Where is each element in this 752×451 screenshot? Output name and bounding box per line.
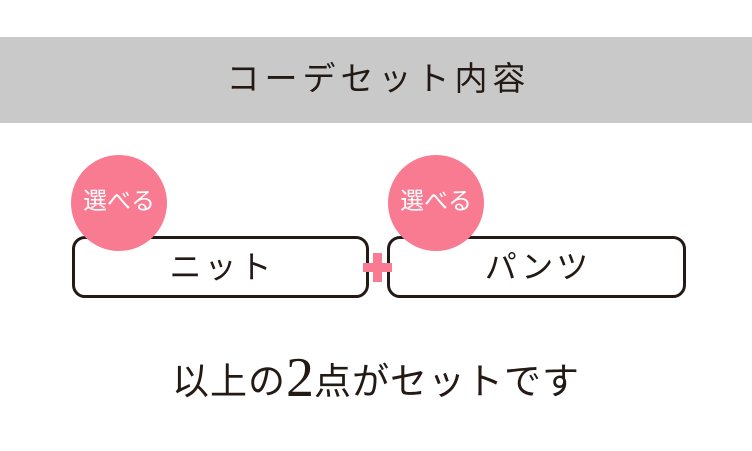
- set-items-row: 選べる ニット 選べる パンツ: [0, 140, 752, 315]
- set-summary-count: 2: [286, 347, 314, 409]
- set-summary-prefix: 以上の: [172, 362, 286, 403]
- set-item-box-knit: ニット: [72, 236, 369, 298]
- page-title: コーデセット内容: [226, 61, 531, 98]
- choice-badge-knit: 選べる: [71, 155, 167, 251]
- choice-badge-pants: 選べる: [388, 155, 484, 251]
- choice-badge-label: 選べる: [400, 188, 472, 215]
- set-item-label-knit: ニット: [169, 249, 275, 285]
- set-item-box-pants: パンツ: [387, 236, 686, 298]
- section-header-band: コーデセット内容: [0, 37, 752, 123]
- set-item-label-pants: パンツ: [484, 249, 592, 285]
- set-summary-suffix: 点がセットです: [314, 362, 580, 403]
- choice-badge-label: 選べる: [83, 188, 155, 215]
- set-summary-line: 以上の 2 点がセットです: [0, 348, 752, 410]
- plus-icon: [363, 253, 392, 282]
